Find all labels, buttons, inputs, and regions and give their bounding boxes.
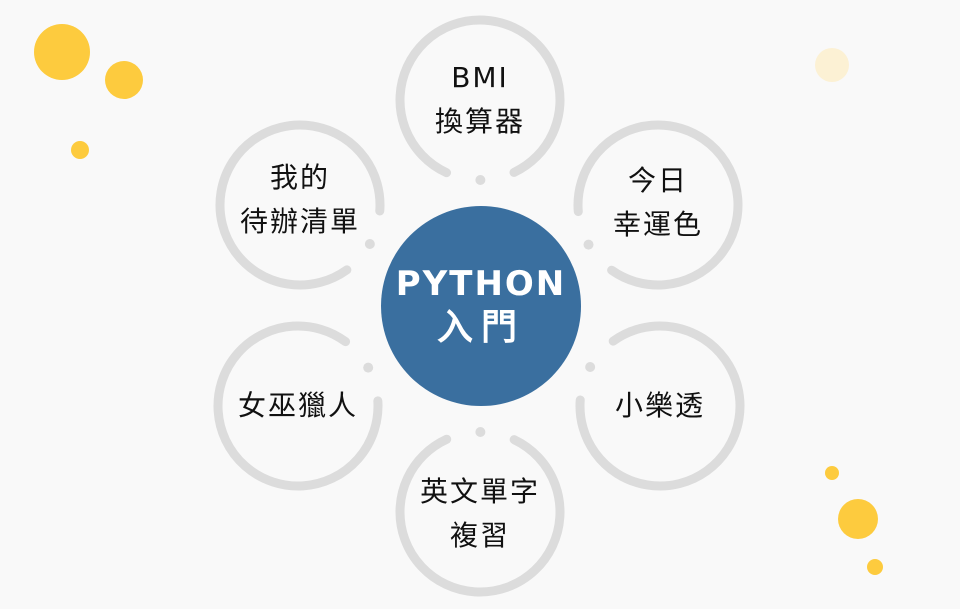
decorative-dot [825,466,839,480]
topic-line2: 換算器 [434,105,525,138]
ring-connector-dot [475,174,486,185]
topic-ring [215,120,385,290]
topic-witch-hunter[interactable]: 女巫獵人 [218,384,378,428]
topic-line1: 我的 [269,161,330,194]
topic-bmi[interactable]: BMI 換算器 [400,56,560,144]
topic-ring [213,321,383,491]
center-circle [381,206,581,406]
topic-line1: 英文單字 [419,475,540,508]
topic-ring [573,120,743,290]
topic-ring [395,15,565,185]
topic-line1: 女巫獵人 [237,389,358,422]
topic-ring [395,427,565,597]
ring-connector-dot [585,361,596,372]
topic-line1: 小樂透 [614,389,705,422]
topic-line1: BMI [451,61,509,94]
ring-connector-dot [363,362,374,373]
topic-line1: 今日 [627,164,688,197]
decorative-dot [34,24,90,80]
topic-ring [575,321,745,491]
topic-line2: 複習 [449,519,510,552]
topic-line2: 待辦清單 [239,205,360,238]
ring-connector-dot [475,427,486,438]
decorative-dot [815,48,849,82]
decorative-dot [105,61,143,99]
topic-line2: 幸運色 [612,208,703,241]
decorative-dot [838,499,878,539]
topic-todo-list[interactable]: 我的 待辦清單 [220,156,380,244]
center-title-line1: PYTHON [395,264,567,304]
topic-vocabulary[interactable]: 英文單字 複習 [400,470,560,558]
decorative-dot [71,141,89,159]
center-title-line2: 入門 [436,307,525,348]
decorative-dot [867,559,883,575]
topic-lucky-color[interactable]: 今日 幸運色 [578,159,738,247]
ring-connector-dot [364,238,375,249]
topic-lottery[interactable]: 小樂透 [580,384,740,428]
center-title: PYTHON 入門 [381,262,581,350]
ring-connector-dot [583,239,594,250]
